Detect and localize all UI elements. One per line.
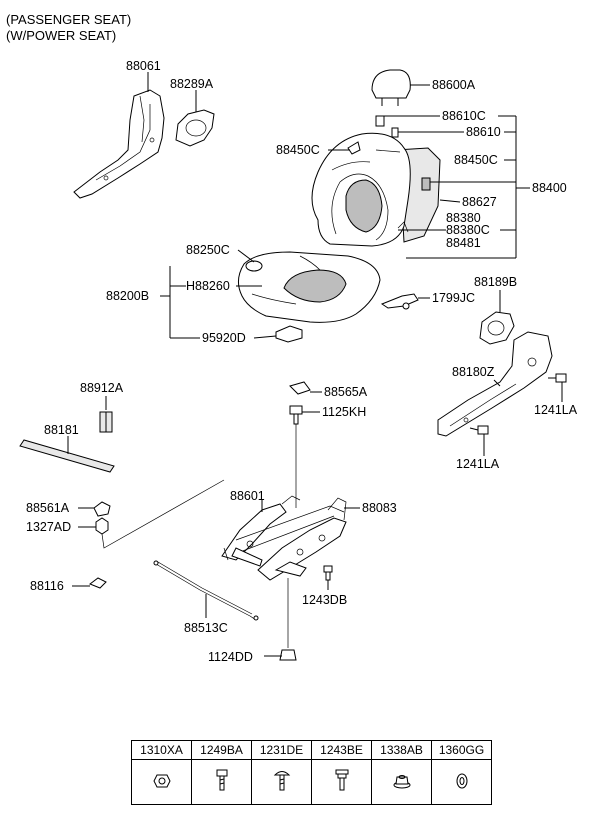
header-line-2: (W/POWER SEAT): [6, 28, 117, 43]
fastener-header: 1249BA: [191, 740, 252, 760]
fastener-cell: [251, 759, 312, 805]
label-88181: 88181: [44, 423, 79, 437]
side-shield-88180Z-part: [437, 331, 553, 437]
trim-88181-part: [19, 439, 115, 473]
label-1241LA-a: 1241LA: [534, 403, 578, 417]
fastener-table: 1310XA 1249BA 1231DE 1243BE 1338AB 1360G…: [131, 740, 492, 805]
fastener-cell: [191, 759, 252, 805]
label-88061: 88061: [126, 59, 161, 73]
fastener-header: 1231DE: [251, 740, 312, 760]
label-88513C: 88513C: [184, 621, 228, 635]
bolt-1243DB-part: [323, 565, 333, 581]
fastener-cell: [371, 759, 432, 805]
screw-icon: [216, 769, 227, 790]
guide-lock-part: [391, 127, 399, 138]
fastener-header: 1338AB: [371, 740, 432, 760]
label-88481: 88481: [446, 236, 481, 250]
label-88250C: 88250C: [186, 243, 230, 257]
label-88400: 88400: [532, 181, 567, 195]
label-88380C: 88380C: [446, 223, 490, 237]
flange-nut-icon: [393, 774, 410, 788]
washer-icon: [456, 773, 467, 788]
label-88289A: 88289A: [170, 77, 214, 91]
seat-cushion-part: [238, 251, 381, 323]
knob-cover-part: [175, 109, 215, 147]
clip-95920D-part: [275, 325, 303, 343]
label-88200B: 88200B: [106, 289, 149, 303]
label-88116: 88116: [30, 579, 64, 593]
guide-part: [375, 115, 385, 127]
headrest-part: [371, 69, 411, 106]
label-H88260: H88260: [186, 279, 230, 293]
header-line-1: (PASSENGER SEAT): [6, 12, 132, 27]
label-88601: 88601: [230, 489, 265, 503]
cable-88513C-part: [153, 560, 259, 621]
cap-88565A-part: [289, 381, 311, 395]
label-88450C-right: 88450C: [454, 153, 498, 167]
label-1243DB: 1243DB: [302, 593, 347, 607]
label-1799JC: 1799JC: [432, 291, 475, 305]
nut-1327AD-part: [95, 517, 109, 535]
hex-nut-icon: [152, 774, 171, 787]
label-1241LA-b: 1241LA: [456, 457, 500, 471]
wire-clip-part: [380, 293, 419, 310]
clip-88561A-part: [93, 501, 111, 517]
label-88189B: 88189B: [474, 275, 517, 289]
label-88912A: 88912A: [80, 381, 124, 395]
label-88180Z: 88180Z: [452, 365, 495, 379]
seat-track-part: [221, 495, 347, 581]
bolt-1241LA-b-part: [469, 425, 489, 435]
fastener-header: 1310XA: [131, 740, 192, 760]
label-88565A: 88565A: [324, 385, 368, 399]
seat-back-part: [311, 132, 441, 247]
label-88600A: 88600A: [432, 78, 476, 92]
fastener-cell: [131, 759, 192, 805]
clip-88912A-part: [99, 411, 113, 433]
label-88380: 88380: [446, 211, 481, 225]
bolt-icon: [335, 769, 348, 790]
label-88450C-left: 88450C: [276, 143, 320, 157]
label-1327AD: 1327AD: [26, 520, 71, 534]
fastener-cell: [431, 759, 492, 805]
fastener-cell: [311, 759, 372, 805]
label-88610: 88610: [466, 125, 501, 139]
clip-88116-part: [88, 577, 107, 589]
label-88627: 88627: [462, 195, 497, 209]
label-88083: 88083: [362, 501, 397, 515]
fastener-header: 1360GG: [431, 740, 492, 760]
label-88561A: 88561A: [26, 501, 70, 515]
side-shield-part: [73, 89, 165, 199]
label-1124DD: 1124DD: [208, 650, 253, 664]
bolt-1124DD-part: [279, 649, 297, 661]
label-95920D: 95920D: [202, 331, 246, 345]
bolt-1241LA-a-part: [548, 373, 567, 383]
knob-88189B-part: [479, 311, 515, 345]
screw-icon: [273, 770, 290, 790]
label-1125KH: 1125KH: [322, 405, 366, 419]
label-88610C: 88610C: [442, 109, 486, 123]
bolt-1125KH-part: [289, 405, 303, 425]
fastener-header: 1243BE: [311, 740, 372, 760]
